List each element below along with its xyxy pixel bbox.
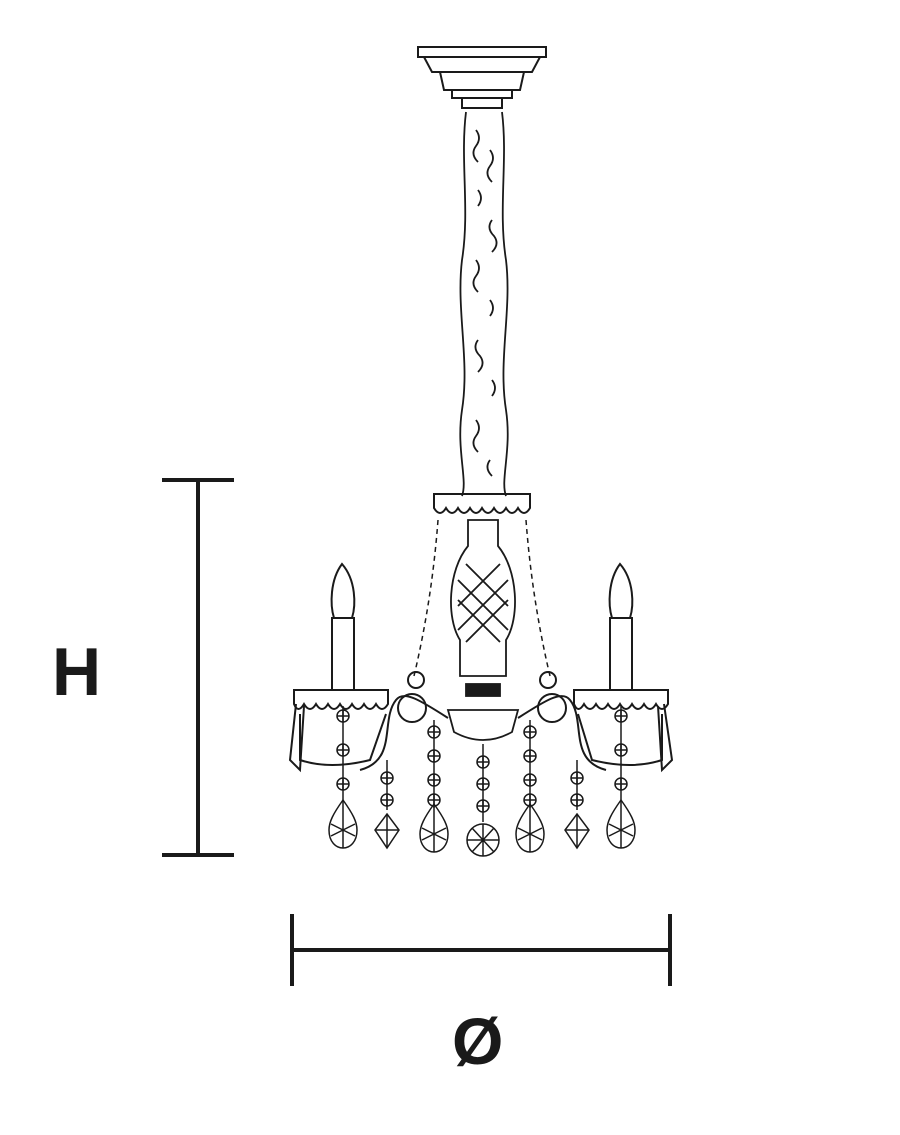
diameter-label: Ø (452, 1004, 504, 1078)
upper-crown (433, 493, 531, 514)
ceiling-canopy (417, 46, 547, 109)
height-label: H (52, 634, 102, 710)
crystal-pendants (328, 706, 636, 857)
left-candle (288, 562, 389, 773)
height-dimension-line (162, 478, 234, 857)
crystal-rope-stem (459, 111, 509, 497)
diameter-dimension-line (290, 914, 672, 986)
central-glass-vase (446, 519, 520, 741)
candle-arms (359, 671, 607, 771)
right-candle (573, 562, 674, 773)
swag-chains (413, 519, 551, 677)
